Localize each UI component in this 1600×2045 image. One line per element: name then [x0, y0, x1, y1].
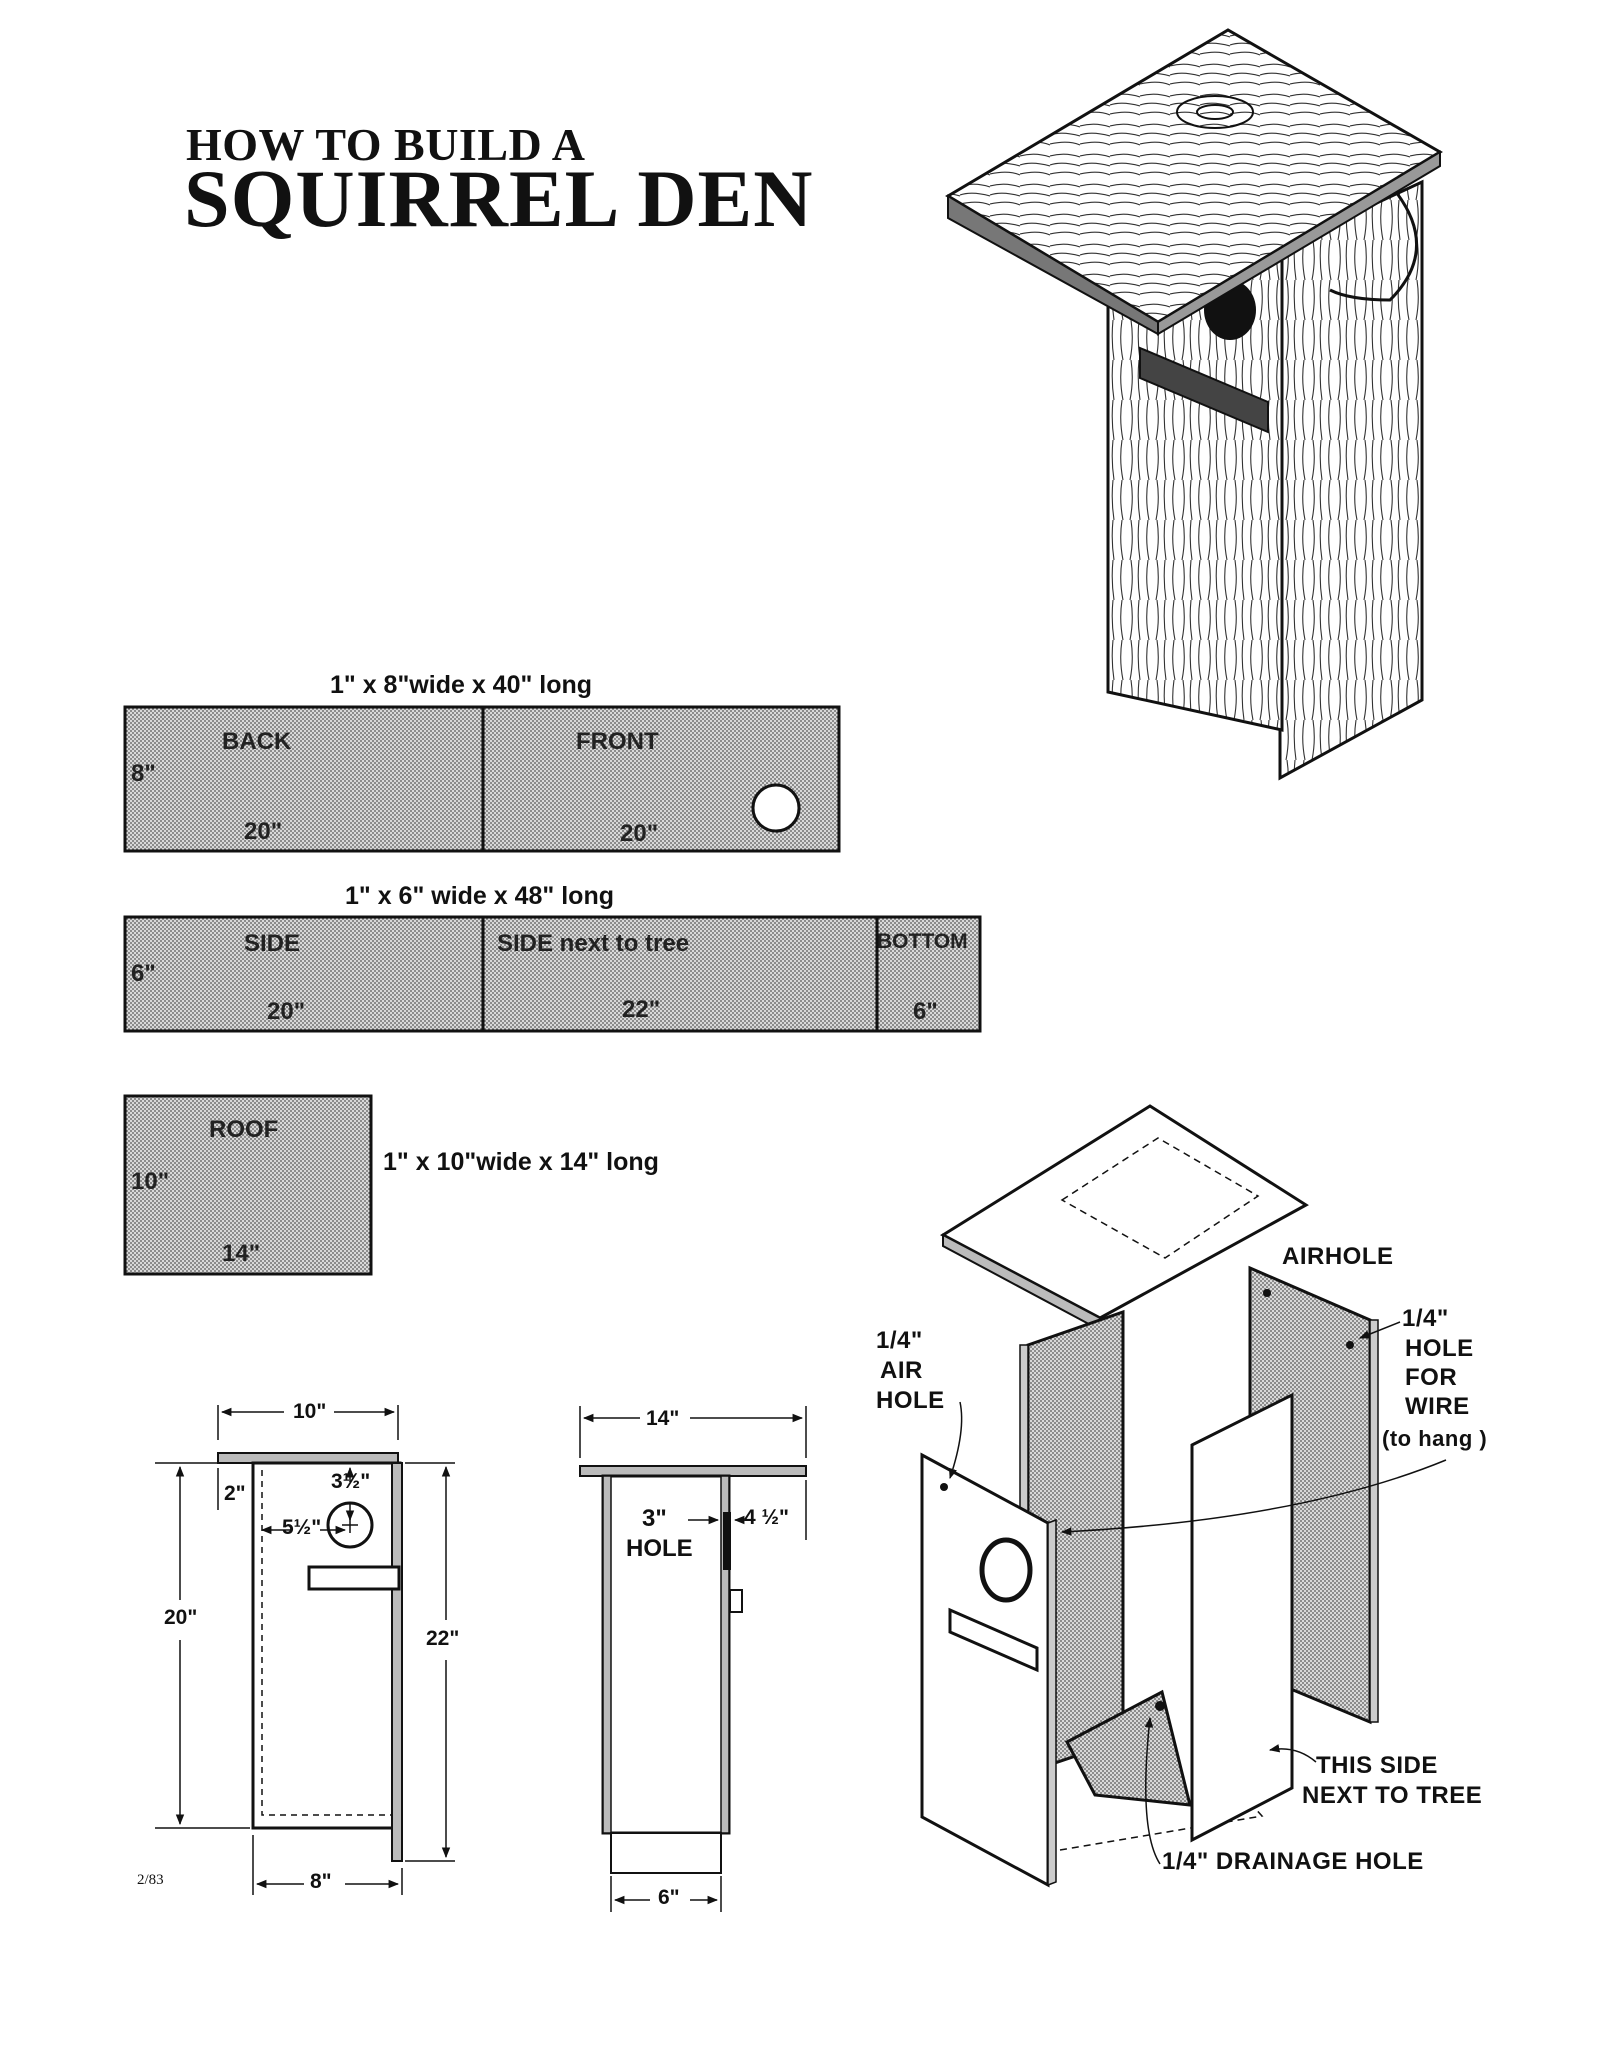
sv-bottom-width: 6"	[658, 1886, 680, 1909]
wire-hole-1: 1/4"	[1402, 1305, 1449, 1332]
board-8in	[123, 705, 841, 853]
side-tree-label: SIDE next to tree	[497, 930, 690, 957]
tree-side-2: NEXT TO TREE	[1302, 1782, 1483, 1809]
fv-bottom-width: 8"	[310, 1870, 332, 1893]
front-entry-hole	[751, 783, 801, 833]
title-kicker: HOW TO BUILD A	[186, 119, 586, 170]
bottom-label: BOTTOM	[877, 930, 968, 953]
doc-code: 2/83	[137, 1872, 164, 1888]
tree-side-1: THIS SIDE	[1316, 1752, 1438, 1779]
exploded-view-diagram	[920, 1104, 1447, 1888]
side-length: 20"	[267, 998, 306, 1025]
sv-hole-size: 3"	[642, 1505, 667, 1532]
wire-hole-2: HOLE	[1405, 1335, 1474, 1362]
air-hole-left-1: 1/4"	[876, 1327, 923, 1354]
back-length: 20"	[244, 818, 283, 845]
air-hole-left-2: AIR	[880, 1357, 923, 1384]
fv-left-offset: 2"	[224, 1482, 246, 1505]
fv-hole-from-top: 3½"	[331, 1470, 371, 1493]
airhole-callout: AIRHOLE	[1282, 1243, 1394, 1270]
wire-hole-3: FOR	[1405, 1364, 1458, 1391]
roof-length: 14"	[222, 1240, 261, 1267]
assembled-den-illustration	[945, 28, 1443, 781]
fv-top-width: 10"	[293, 1400, 327, 1423]
board1-width: 8"	[131, 760, 156, 787]
wire-hole-4: WIRE	[1405, 1393, 1470, 1420]
board1-spec: 1" x 8"wide x 40" long	[330, 671, 593, 699]
sv-overhang: 4 ½"	[744, 1506, 789, 1529]
board2-width: 6"	[131, 960, 156, 987]
front-length: 20"	[620, 820, 659, 847]
page-title: SQUIRREL DEN	[184, 153, 814, 244]
fv-hole-from-side: 5½"	[282, 1516, 322, 1539]
fv-back-height: 22"	[426, 1627, 460, 1650]
board2-spec: 1" x 6" wide x 48" long	[345, 882, 614, 910]
roof-label: ROOF	[209, 1116, 279, 1143]
bottom-length: 6"	[913, 998, 938, 1025]
side-view-diagram	[579, 1406, 807, 1912]
board3-width: 10"	[131, 1168, 170, 1195]
side-tree-length: 22"	[622, 996, 661, 1023]
board3-spec: 1" x 10"wide x 14" long	[383, 1148, 659, 1176]
air-hole-left-3: HOLE	[876, 1387, 945, 1414]
board-6in	[123, 915, 982, 1033]
side-label: SIDE	[244, 930, 301, 957]
front-view-diagram	[155, 1405, 455, 1895]
wire-hole-5: (to hang )	[1382, 1426, 1488, 1451]
front-label: FRONT	[576, 728, 659, 755]
sv-hole-word: HOLE	[626, 1535, 693, 1562]
drainage-callout: 1/4" DRAINAGE HOLE	[1162, 1848, 1424, 1875]
back-label: BACK	[222, 728, 292, 755]
sv-roof-length: 14"	[646, 1407, 680, 1430]
fv-front-height: 20"	[164, 1606, 198, 1629]
board-10in	[123, 1094, 373, 1276]
